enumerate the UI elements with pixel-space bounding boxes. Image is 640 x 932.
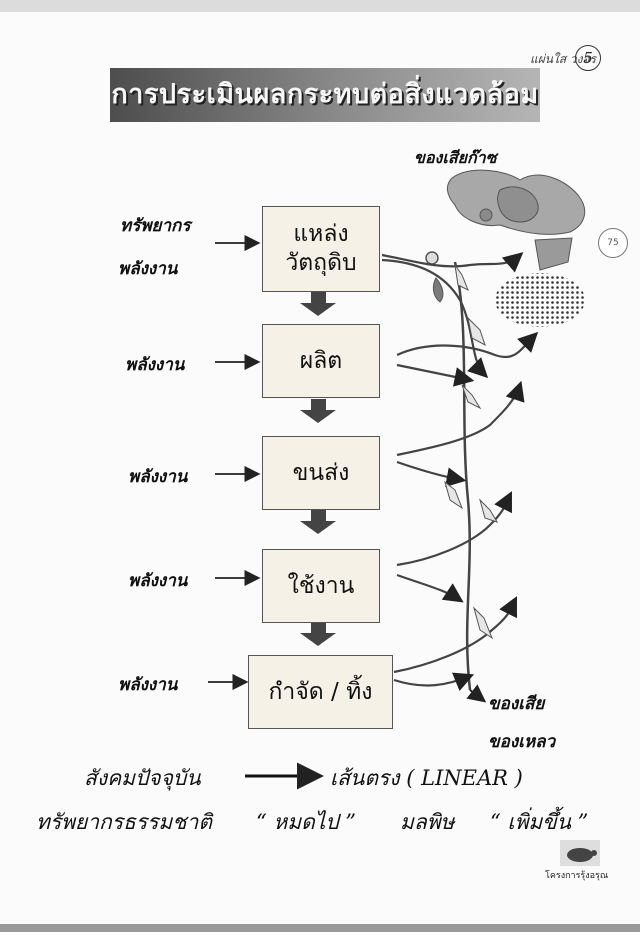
stage-label-source-line2: วัตถุดิบ — [285, 250, 357, 276]
particulate-cloud — [495, 273, 585, 327]
logo-text: โครงการรุ้งอรุณ — [545, 871, 609, 881]
page-title: การประเมินผลกระทบต่อสิ่งแวดล้อม — [110, 68, 540, 122]
stage-box-disposal: กำจัด / ทิ้ง — [248, 655, 393, 729]
liquid-waste-stream — [453, 261, 472, 691]
footer-increase: “ เพิ่มขึ้น ” — [490, 810, 589, 834]
input-label-energy-disposal: พลังงาน — [118, 675, 178, 695]
footer-depleted: “ หมดไป ” — [256, 810, 357, 834]
waste-droplets — [432, 264, 499, 640]
page-number-badge: 5 — [575, 45, 601, 71]
bottom-edge-bar — [0, 924, 640, 932]
stage-box-source: แหล่ง วัตถุดิบ — [262, 206, 380, 292]
input-label-energy-production: พลังงาน — [125, 355, 185, 375]
footer-society: สังคมปัจจุบัน — [84, 766, 201, 790]
footer-linear: เส้นตรง ( LINEAR ) — [330, 766, 523, 790]
footer-resources: ทรัพยากรธรรมชาติ — [36, 810, 212, 834]
liquid-waste-label-1: ของเสีย — [488, 694, 545, 714]
gas-waste-label: ของเสียก๊าซ — [414, 148, 497, 167]
input-label-energy-transport: พลังงาน — [128, 467, 188, 487]
stream-node — [425, 251, 439, 265]
stage-box-transport: ขนส่ง — [262, 436, 380, 510]
stage-box-production: ผลิต — [262, 324, 380, 398]
input-label-energy-source: พลังงาน — [118, 259, 178, 279]
footer-pollution: มลพิษ — [400, 810, 455, 834]
stage-label-source-line1: แหล่ง — [293, 221, 349, 248]
gas-waste-shape — [447, 169, 586, 271]
liquid-waste-label-2: ของเหลว — [488, 732, 556, 752]
input-label-resources: ทรัพยากร — [120, 216, 191, 236]
stage-box-use: ใช้งาน — [262, 549, 380, 623]
input-arrows — [208, 234, 261, 691]
input-label-energy-use: พลังงาน — [128, 571, 188, 591]
stage-flow-arrows — [300, 292, 336, 646]
turtle-logo-icon — [560, 840, 600, 866]
waste-curves — [381, 252, 539, 691]
side-number-badge: 75 — [598, 228, 628, 258]
top-edge-bar — [0, 0, 640, 12]
